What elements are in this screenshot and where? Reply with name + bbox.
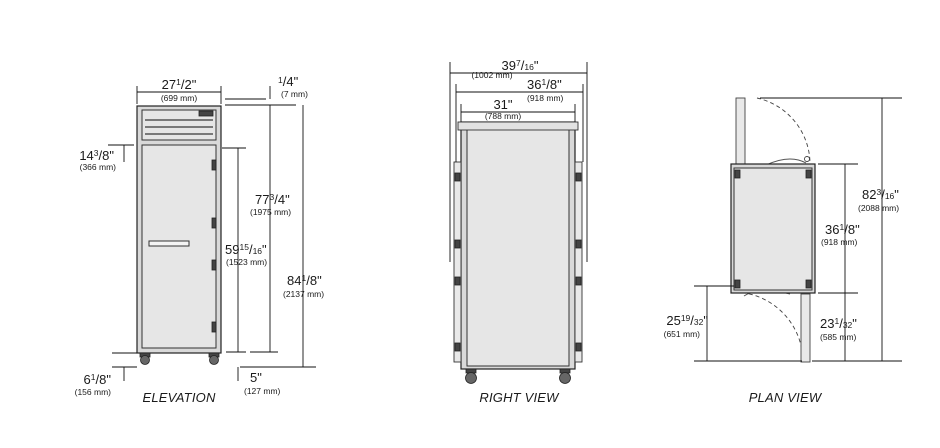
plan-swing-label: 2519/32" <box>666 313 708 328</box>
plan-view-title: PLAN VIEW <box>749 390 823 405</box>
elev-legs-label: 61/8" <box>84 372 112 387</box>
elev-width-mm: (699 mm) <box>161 93 198 103</box>
plan-total-label: 823/16" <box>862 187 899 202</box>
door-edge-right <box>574 161 583 363</box>
right-overall-label: 397/16" <box>502 58 539 73</box>
elev-topgap-label: 1/4" <box>278 74 299 89</box>
elev-height-label: 773/4" <box>255 192 290 207</box>
plan-swing-mm: (651 mm) <box>664 329 701 339</box>
right-view: 397/16" (1002 mm) 361/8" (918 mm) 31" (7… <box>449 58 588 405</box>
side-panel <box>466 123 570 367</box>
door-swing-arc-top <box>756 97 811 163</box>
elev-door-mm: (1523 mm) <box>226 257 267 267</box>
elev-bottom-mm: (127 mm) <box>244 386 281 396</box>
caster-wheel <box>209 355 219 365</box>
plan-door-label: 231/32" <box>820 316 857 331</box>
elev-bottom-label: 5" <box>250 370 262 385</box>
open-door-top <box>735 97 746 165</box>
elevation-view: 271/2" (699 mm) 1/4" (7 mm) 143/8" (366 … <box>75 74 325 405</box>
elev-topgap-mm: (7 mm) <box>281 89 308 99</box>
elev-overall-mm: (2137 mm) <box>283 289 324 299</box>
right-body-label: 31" <box>493 97 512 112</box>
open-door-bottom <box>800 293 811 363</box>
plan-view: 823/16" (2088 mm) 361/8" (918 mm) 231/32… <box>664 97 902 405</box>
elev-overall-label: 841/8" <box>287 273 322 288</box>
elev-door-label: 5915/16" <box>225 242 267 257</box>
right-mid-label: 361/8" <box>527 77 562 92</box>
door-handle <box>148 240 190 247</box>
door-edge-left <box>453 161 462 363</box>
elev-height-mm: (1975 mm) <box>250 207 291 217</box>
plan-door-mm: (585 mm) <box>820 332 857 342</box>
plan-depth-label: 361/8" <box>825 222 860 237</box>
plan-depth-mm: (918 mm) <box>821 237 858 247</box>
cabinet-plan-top <box>733 167 813 291</box>
caster-wheel <box>559 372 571 384</box>
caster-wheel <box>140 355 150 365</box>
elevation-title: ELEVATION <box>142 390 215 405</box>
right-body-mm: (788 mm) <box>485 111 522 121</box>
caster-wheel <box>465 372 477 384</box>
right-overall-mm: (1002 mm) <box>471 70 512 80</box>
right-mid-mm: (918 mm) <box>527 93 564 103</box>
elev-width-label: 271/2" <box>162 77 197 92</box>
right-view-title: RIGHT VIEW <box>479 390 560 405</box>
elev-panel-mm: (366 mm) <box>80 162 117 172</box>
elev-legs-mm: (156 mm) <box>75 387 112 397</box>
plan-total-mm: (2088 mm) <box>858 203 899 213</box>
elev-panel-label: 143/8" <box>79 148 114 163</box>
controller-display <box>198 110 214 117</box>
door-swing-arc-bottom <box>734 291 804 362</box>
